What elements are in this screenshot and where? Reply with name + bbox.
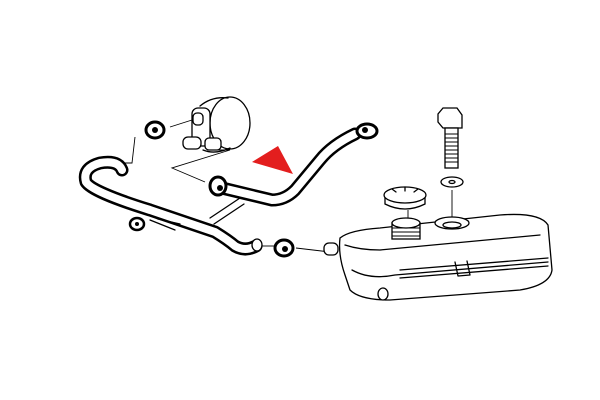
filler-cap (383, 186, 427, 210)
highlight-arrow (252, 146, 293, 174)
clamp-middle (208, 175, 228, 197)
clamp-top-left (144, 120, 166, 140)
upper-hose (215, 127, 362, 207)
pump-housing (182, 96, 251, 153)
hose-clamp (128, 120, 379, 258)
expansion-tank (323, 213, 553, 301)
lower-hose (78, 155, 263, 256)
clamp-lower-right (273, 238, 295, 258)
clamp-small-left (128, 216, 146, 232)
clamp-upper-right (355, 122, 379, 140)
washer (440, 176, 464, 188)
mounting-bolt (437, 107, 463, 169)
